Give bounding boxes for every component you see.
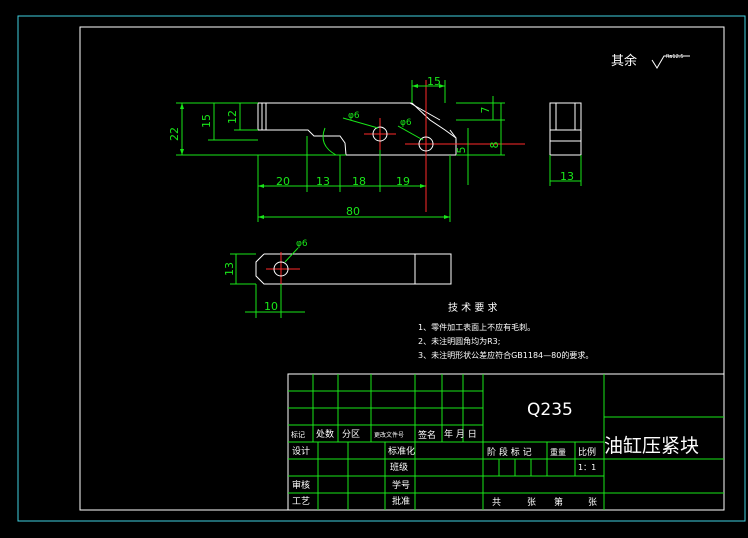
material-label: Q235 (527, 400, 573, 420)
dim-20: 20 (276, 175, 290, 188)
outer-border (17, 15, 746, 522)
front-dimension-texts: 15 22 15 12 7 8 5 20 13 18 19 80 φ6 φ6 (168, 75, 501, 218)
tech-line-3: 3、未注明形状公差应符合GB1184—80的要求。 (418, 350, 593, 360)
tb-date: 年 月 日 (444, 428, 477, 440)
dim-19: 19 (396, 175, 410, 188)
dim-18: 18 (352, 175, 366, 188)
front-dimension-arrows (180, 84, 450, 219)
tech-title: 技 术 要 求 (448, 301, 498, 314)
roughness-prefix: 其余 (611, 53, 637, 69)
tb-process: 工艺 (292, 496, 310, 507)
top-view (255, 253, 452, 285)
tb-sign: 签名 (418, 429, 436, 441)
tb-count: 处数 (316, 428, 334, 440)
roughness-symbol-icon (651, 55, 690, 69)
tb-zone: 分区 (342, 429, 360, 440)
hole-circle-2 (418, 136, 434, 152)
tb-sheet: 张 (527, 497, 536, 508)
tb-mark: 标记 (291, 430, 305, 439)
dim-13-side: 13 (560, 170, 574, 183)
dim-12: 12 (226, 110, 239, 124)
tb-doc-no: 更改文件号 (374, 431, 404, 439)
hole-label-3: φ6 (296, 239, 308, 249)
hole-label-2: φ6 (400, 118, 412, 128)
dim-22: 22 (168, 127, 181, 141)
roughness-note: 其余 Ra12.5 (611, 53, 690, 69)
tb-review: 审核 (292, 479, 310, 491)
tb-ratio: 比例 (578, 446, 596, 458)
tb-approve: 批准 (392, 495, 410, 507)
tb-student-no: 学号 (392, 479, 410, 491)
dim-10: 10 (264, 300, 278, 313)
tb-sheet2: 张 (588, 497, 597, 508)
top-dimensions (230, 247, 305, 318)
top-dimension-texts: 13 10 φ6 (223, 239, 308, 313)
hole-circle-1 (372, 126, 388, 142)
top-centerlines (266, 252, 300, 288)
part-name: 油缸压紧块 (604, 435, 699, 457)
tb-design: 设计 (292, 445, 310, 457)
roughness-value: Ra12.5 (666, 54, 684, 60)
hole-label-1: φ6 (348, 111, 360, 121)
tb-total: 共 (492, 497, 501, 508)
title-block-grid (288, 374, 724, 510)
dim-5: 5 (455, 147, 468, 154)
tech-requirements: 技 术 要 求 1、零件加工表面上不应有毛刺。 2、未注明圆角均为R3; 3、未… (418, 301, 593, 360)
title-block-texts: Q235 油缸压紧块 标记 处数 分区 更改文件号 签名 年 月 日 设计 标准… (291, 400, 699, 508)
side-dimension (549, 155, 582, 186)
tb-standardize: 标准化 (388, 445, 415, 457)
tb-stage-mark: 阶 段 标 记 (487, 446, 532, 458)
tb-ratio-value: 1：1 (578, 463, 596, 472)
front-centerlines (364, 80, 525, 212)
hole-circle-3 (273, 261, 289, 277)
dim-8: 8 (488, 142, 501, 149)
dim-7: 7 (479, 107, 492, 114)
tb-page: 第 (554, 496, 563, 508)
side-view (549, 102, 582, 156)
tb-weight: 重量 (550, 447, 566, 457)
dim-13-mid: 13 (316, 175, 330, 188)
tech-line-2: 2、未注明圆角均为R3; (418, 336, 500, 346)
dim-15-top: 15 (427, 75, 441, 88)
tb-class: 班级 (390, 461, 408, 473)
dim-13-bottom: 13 (223, 262, 236, 276)
dim-15-left: 15 (200, 114, 213, 128)
dim-80: 80 (346, 205, 360, 218)
tech-line-1: 1、零件加工表面上不应有毛刺。 (418, 322, 535, 332)
